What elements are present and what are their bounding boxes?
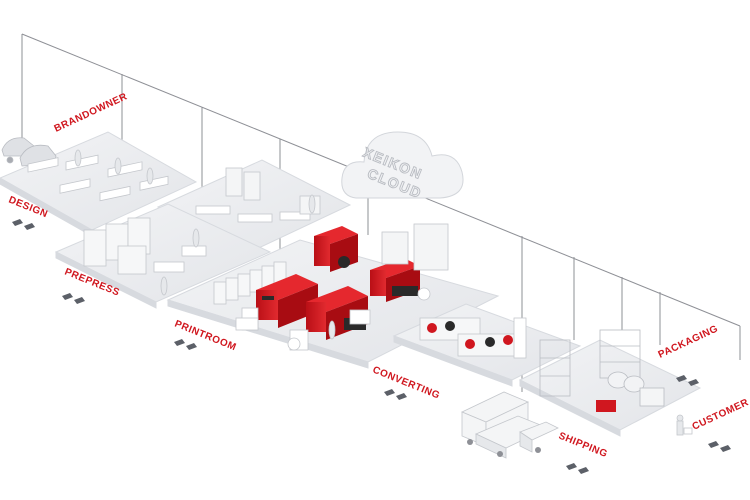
xeikon-cloud: XEIKON CLOUD: [341, 131, 464, 202]
label-shipping: SHIPPING: [557, 431, 609, 461]
shipping-marker-icon: [566, 463, 589, 474]
office-furniture: [195, 167, 321, 223]
digital-press-3: [314, 226, 358, 272]
converting-machines: [419, 317, 527, 359]
digital-press-1: [241, 274, 318, 331]
packaging-marker-icon: [676, 375, 699, 386]
design-furniture: [27, 149, 169, 202]
digital-press-2: [289, 286, 368, 351]
label-customer: CUSTOMER: [691, 397, 750, 433]
finishing-units: [235, 223, 449, 351]
shipping-trucks: [461, 391, 559, 459]
warehouse-racks: [539, 329, 665, 412]
label-marker-icons: [12, 219, 731, 474]
design-marker-icon: [12, 219, 35, 230]
printroom-cabinets: [213, 261, 287, 305]
printroom-marker-icon: [174, 339, 197, 350]
prepress-equipment: [83, 217, 207, 296]
prepress-marker-icon: [62, 293, 85, 304]
label-packaging: PACKAGING: [657, 323, 720, 360]
customer-marker-icon: [708, 441, 731, 452]
label-brandowner: BRANDOWNER: [53, 91, 130, 135]
digital-press-4: [370, 258, 431, 302]
customer-figure: [676, 414, 693, 436]
converting-marker-icon: [384, 389, 407, 400]
